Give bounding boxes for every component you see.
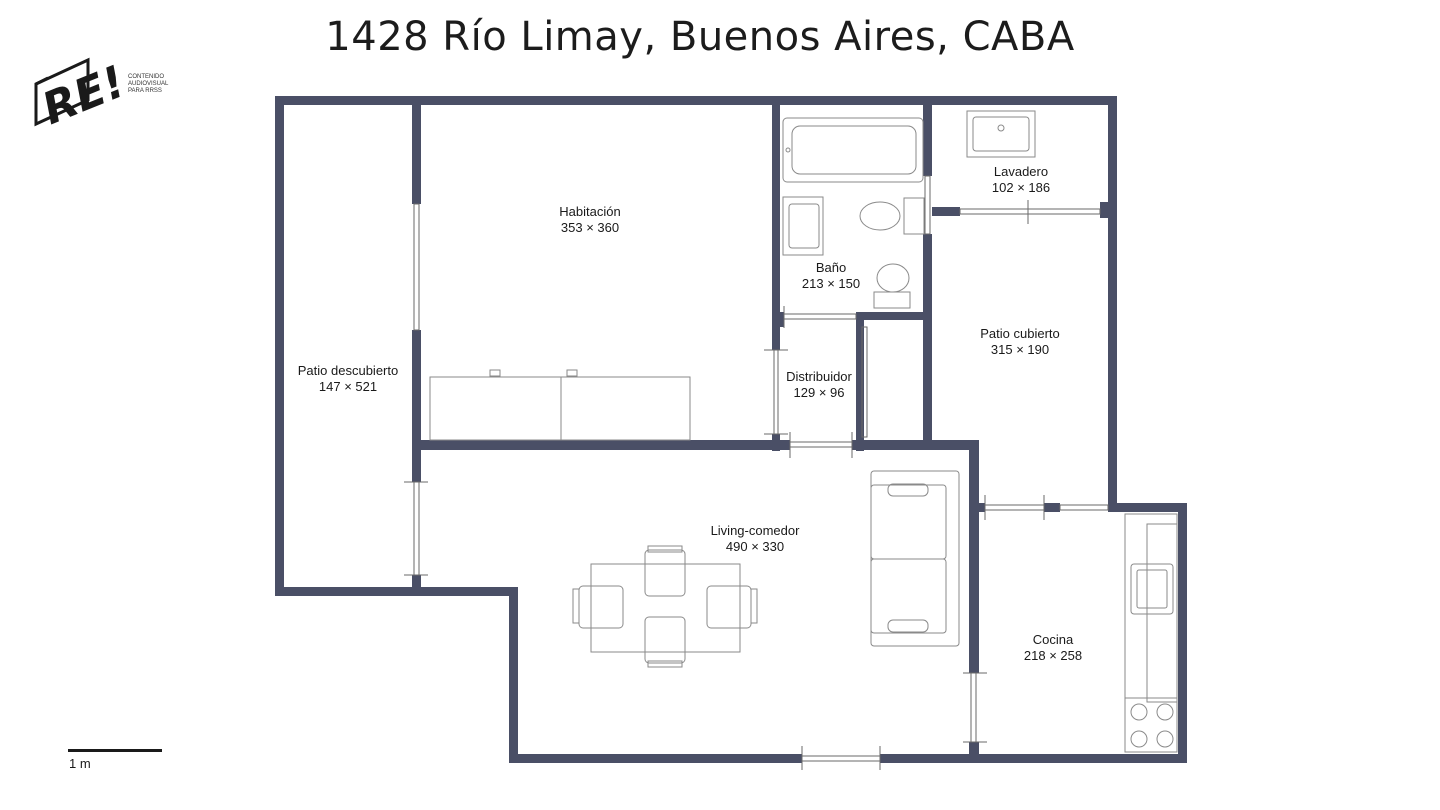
kitchen-stove — [1124, 697, 1178, 753]
plan-title: 1428 Río Limay, Buenos Aires, CABA — [325, 14, 1075, 60]
room-size: 147 × 521 — [319, 379, 377, 394]
scale-label: 1 m — [69, 756, 91, 771]
room-name: Lavadero — [994, 164, 1048, 179]
door-patio — [413, 481, 420, 576]
room-name: Habitación — [559, 204, 620, 219]
room-label-distribuidor: Distribuidor 129 × 96 — [786, 369, 852, 400]
room-name: Distribuidor — [786, 369, 852, 384]
room-name: Patio descubierto — [298, 363, 398, 378]
room-size: 218 × 258 — [1024, 648, 1082, 663]
door-distribuidor — [789, 441, 853, 448]
room-size: 102 × 186 — [992, 180, 1050, 195]
room-name: Baño — [816, 260, 846, 275]
room-name: Living-comedor — [711, 523, 801, 538]
room-label-patio-descubierto: Patio descubierto 147 × 521 — [298, 363, 398, 394]
bathtub — [782, 117, 924, 183]
toilet — [859, 197, 925, 235]
room-size: 213 × 150 — [802, 276, 860, 291]
window-habitacion — [413, 203, 420, 331]
bidet — [873, 263, 911, 309]
room-label-cocina: Cocina 218 × 258 — [1024, 632, 1082, 663]
room-label-living-comedor: Living-comedor 490 × 330 — [711, 523, 801, 554]
room-label-habitacion: Habitación 353 × 360 — [559, 204, 620, 235]
sofa — [870, 470, 960, 647]
bathroom-sink — [782, 196, 824, 256]
room-label-lavadero: Lavadero 102 × 186 — [992, 164, 1050, 195]
window-living — [801, 755, 881, 762]
room-size: 315 × 190 — [991, 342, 1049, 357]
door-lavadero-bano — [924, 175, 931, 235]
wardrobe — [429, 369, 691, 441]
logo-line-2: AUDIOVISUAL — [128, 81, 169, 87]
walls — [275, 96, 1187, 763]
window-cocina — [1059, 504, 1109, 511]
room-size: 129 × 96 — [794, 385, 845, 400]
laundry-sink — [966, 110, 1036, 158]
logo-line-1: CONTENIDO — [128, 74, 164, 80]
brand-logo: RE! CONTENIDO AUDIOVISUAL PARA RRSS — [34, 56, 169, 134]
scale-bar — [68, 749, 162, 752]
room-label-patio-cubierto: Patio cubierto 315 × 190 — [980, 326, 1060, 357]
openings — [404, 175, 1109, 770]
room-size: 490 × 330 — [726, 539, 784, 554]
door-cocina — [970, 672, 977, 743]
room-size: 353 × 360 — [561, 220, 619, 235]
closet-door — [861, 326, 868, 438]
door-bano — [783, 313, 857, 320]
window-lavadero-1 — [959, 208, 1029, 215]
room-name: Cocina — [1033, 632, 1074, 647]
window-lavadero-2 — [1027, 208, 1101, 215]
logo-line-3: PARA RRSS — [128, 88, 162, 94]
room-name: Patio cubierto — [980, 326, 1060, 341]
room-label-bano: Baño 213 × 150 — [802, 260, 860, 291]
door-patio-cocina — [984, 504, 1045, 511]
kitchen-counter — [1124, 513, 1178, 753]
door-habitacion — [773, 349, 779, 435]
logo-cube-mark — [34, 57, 90, 127]
dining-table — [572, 545, 758, 668]
